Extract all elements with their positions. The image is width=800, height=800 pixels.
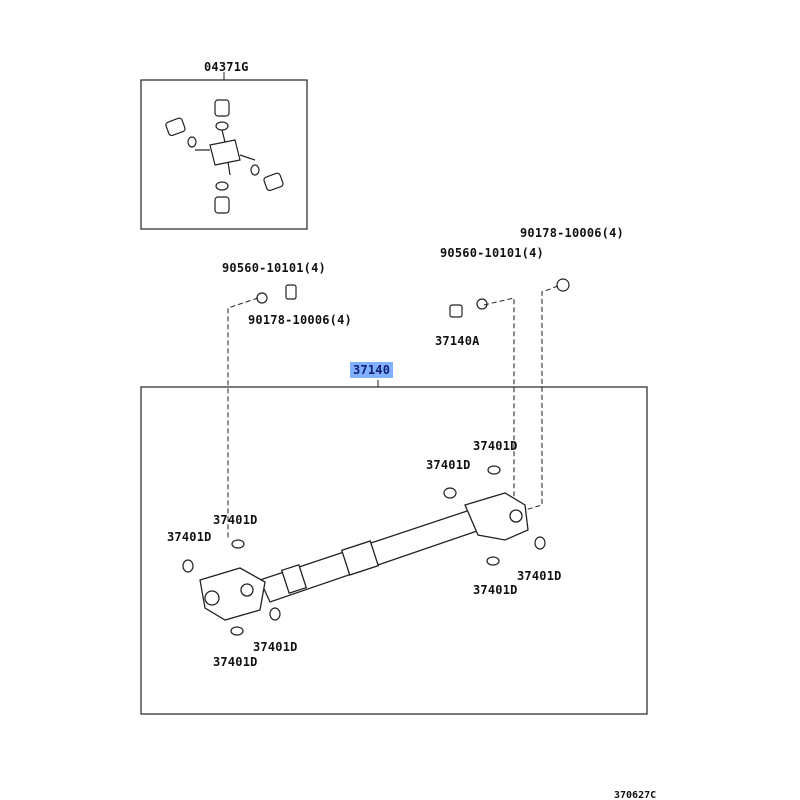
fasteners bbox=[182, 278, 570, 636]
kit-box bbox=[140, 79, 308, 230]
diagram-code: 370627C bbox=[614, 790, 657, 800]
kit-part-label[interactable]: 04371G bbox=[204, 60, 249, 74]
part-label-37401d[interactable]: 37401D bbox=[517, 569, 562, 583]
bolt-right-label[interactable]: 90560-10101(4) bbox=[440, 246, 544, 260]
nut-left-label[interactable]: 90178-10006(4) bbox=[248, 313, 352, 327]
shaft-assy-label[interactable]: 37140 bbox=[350, 362, 394, 378]
propeller-shaft-icon bbox=[199, 492, 529, 621]
part-label-37401d[interactable]: 37401D bbox=[253, 640, 298, 654]
bolt-assy-label[interactable]: 37140A bbox=[435, 334, 480, 348]
part-label-37401d[interactable]: 37401D bbox=[426, 458, 471, 472]
universal-joint-kit-icon bbox=[165, 99, 284, 214]
nut-right-label[interactable]: 90178-10006(4) bbox=[520, 226, 624, 240]
part-label-37401d[interactable]: 37401D bbox=[213, 655, 258, 669]
part-label-37401d[interactable]: 37401D bbox=[473, 439, 518, 453]
part-label-37401d[interactable]: 37401D bbox=[473, 583, 518, 597]
bolt-left-label[interactable]: 90560-10101(4) bbox=[222, 261, 326, 275]
part-label-37401d[interactable]: 37401D bbox=[167, 530, 212, 544]
part-label-37401d[interactable]: 37401D bbox=[213, 513, 258, 527]
assembly-box bbox=[140, 386, 648, 715]
